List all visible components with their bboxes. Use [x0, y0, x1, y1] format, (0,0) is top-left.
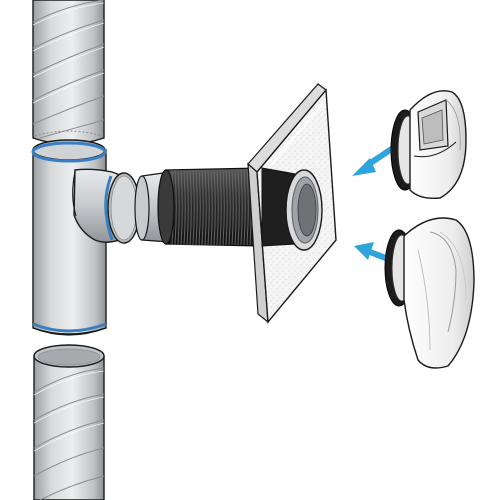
flex-rib — [219, 169, 222, 246]
flex-rib — [201, 169, 204, 246]
exterior-vent-cap-round — [384, 217, 475, 369]
flex-rib — [216, 169, 219, 246]
flex-rib — [177, 169, 180, 246]
wall-plate-spigot — [261, 167, 323, 251]
flex-rib — [222, 169, 225, 246]
vertical-spiral-duct — [32, 0, 105, 145]
flex-rib — [231, 169, 234, 246]
flex-rib — [240, 169, 243, 246]
tee-fitting — [31, 139, 141, 336]
flex-rib — [183, 169, 186, 246]
flex-rib — [210, 169, 213, 246]
flex-rib — [186, 169, 189, 246]
flex-rib — [195, 169, 198, 246]
flex-rib — [174, 169, 177, 246]
flexible-duct — [157, 167, 263, 247]
flex-rib — [237, 169, 240, 246]
flex-rib — [246, 169, 249, 246]
exterior-vent-cap-square — [390, 90, 467, 200]
spiral-seams-lower — [33, 367, 105, 500]
flex-rib — [207, 169, 210, 246]
flex-rib — [225, 169, 228, 246]
flex-rib — [198, 169, 201, 246]
flex-rib — [204, 169, 207, 246]
flex-rib — [192, 169, 195, 246]
flex-rib — [189, 169, 192, 246]
spiral-seams — [32, 0, 105, 139]
arrow-upper — [352, 143, 398, 176]
flex-rib — [228, 169, 231, 246]
flex-rib — [180, 169, 183, 246]
seal-ring-branch — [104, 175, 114, 241]
seal-ring-bottom — [32, 322, 107, 333]
flex-rib — [234, 169, 237, 246]
lower-spiral-duct — [33, 344, 105, 500]
flex-rib — [243, 169, 246, 246]
flex-rib — [213, 169, 216, 246]
seal-ring-top — [31, 141, 107, 163]
